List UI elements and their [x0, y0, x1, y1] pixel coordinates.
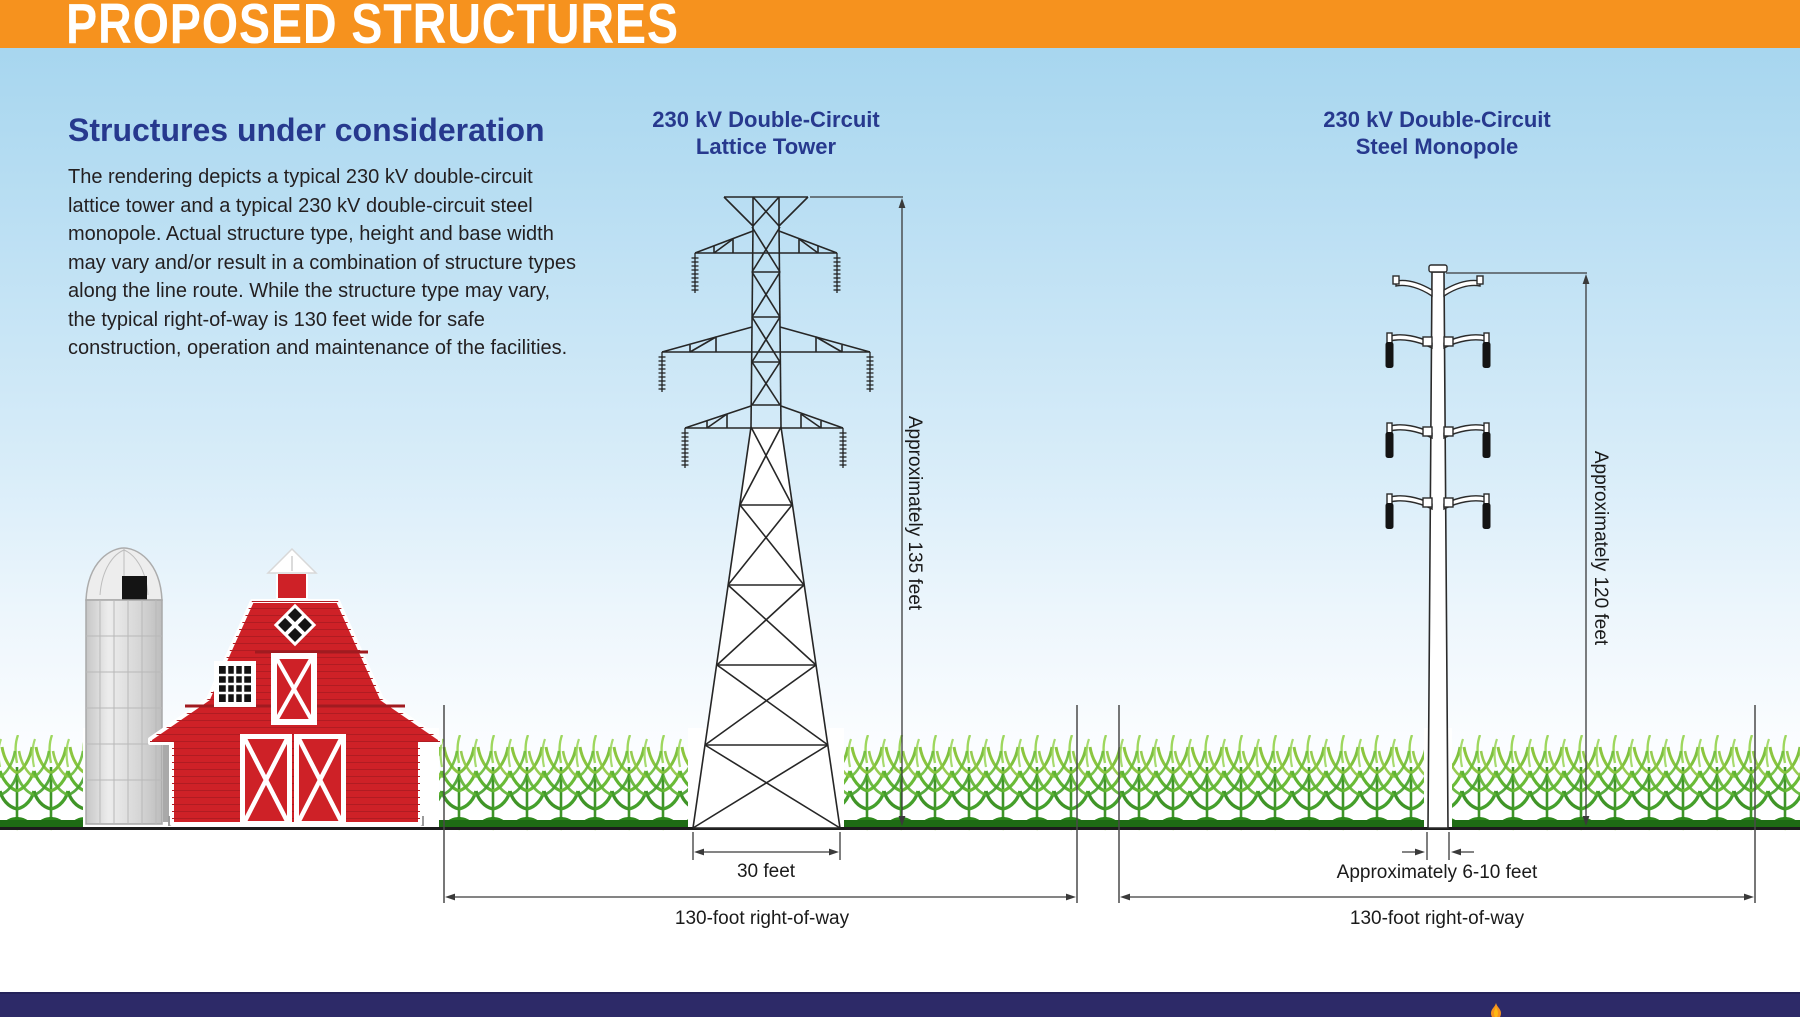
lattice-height-annotation: Approximately 135 feet	[904, 415, 925, 611]
monopole-height-annotation: Approximately 120 feet	[1590, 450, 1611, 646]
monopole-base-width-annotation: Approximately 6-10 feet	[1336, 862, 1538, 883]
lattice-tower-label-line1: 230 kV Double-Circuit	[652, 107, 880, 132]
lattice-base-width-annotation: 30 feet	[736, 861, 796, 882]
lattice-tower-illustration	[657, 196, 875, 829]
dimension-lines	[445, 196, 1754, 901]
lattice-tower-label-line2: Lattice Tower	[695, 134, 837, 159]
steel-monopole-label: 230 kV Double-Circuit Steel Monopole	[1323, 106, 1550, 160]
barn-illustration	[148, 547, 442, 826]
lattice-tower-label: 230 kV Double-Circuit Lattice Tower	[652, 106, 879, 160]
page-title: PROPOSED STRUCTURES	[66, 0, 679, 56]
monopole-right-of-way-annotation: 130-foot right-of-way	[1349, 908, 1525, 929]
intro-body: The rendering depicts a typical 230 kV d…	[68, 166, 577, 359]
ground-line	[0, 827, 1800, 830]
intro-heading: Structures under consideration	[68, 112, 545, 148]
silo-illustration	[85, 547, 169, 825]
steel-monopole-label-line2: Steel Monopole	[1355, 134, 1519, 159]
header-bar: PROPOSED STRUCTURES	[0, 0, 1800, 56]
steel-monopole-label-line1: 230 kV Double-Circuit	[1323, 107, 1551, 132]
footer-logo-flame-icon	[1491, 1003, 1501, 1017]
footer-bar	[0, 992, 1800, 1017]
steel-monopole-illustration	[1385, 264, 1491, 829]
lattice-right-of-way-annotation: 130-foot right-of-way	[674, 908, 850, 929]
intro-section: Structures under consideration The rende…	[68, 112, 588, 363]
right-of-way-boundary-lines	[443, 705, 1756, 903]
